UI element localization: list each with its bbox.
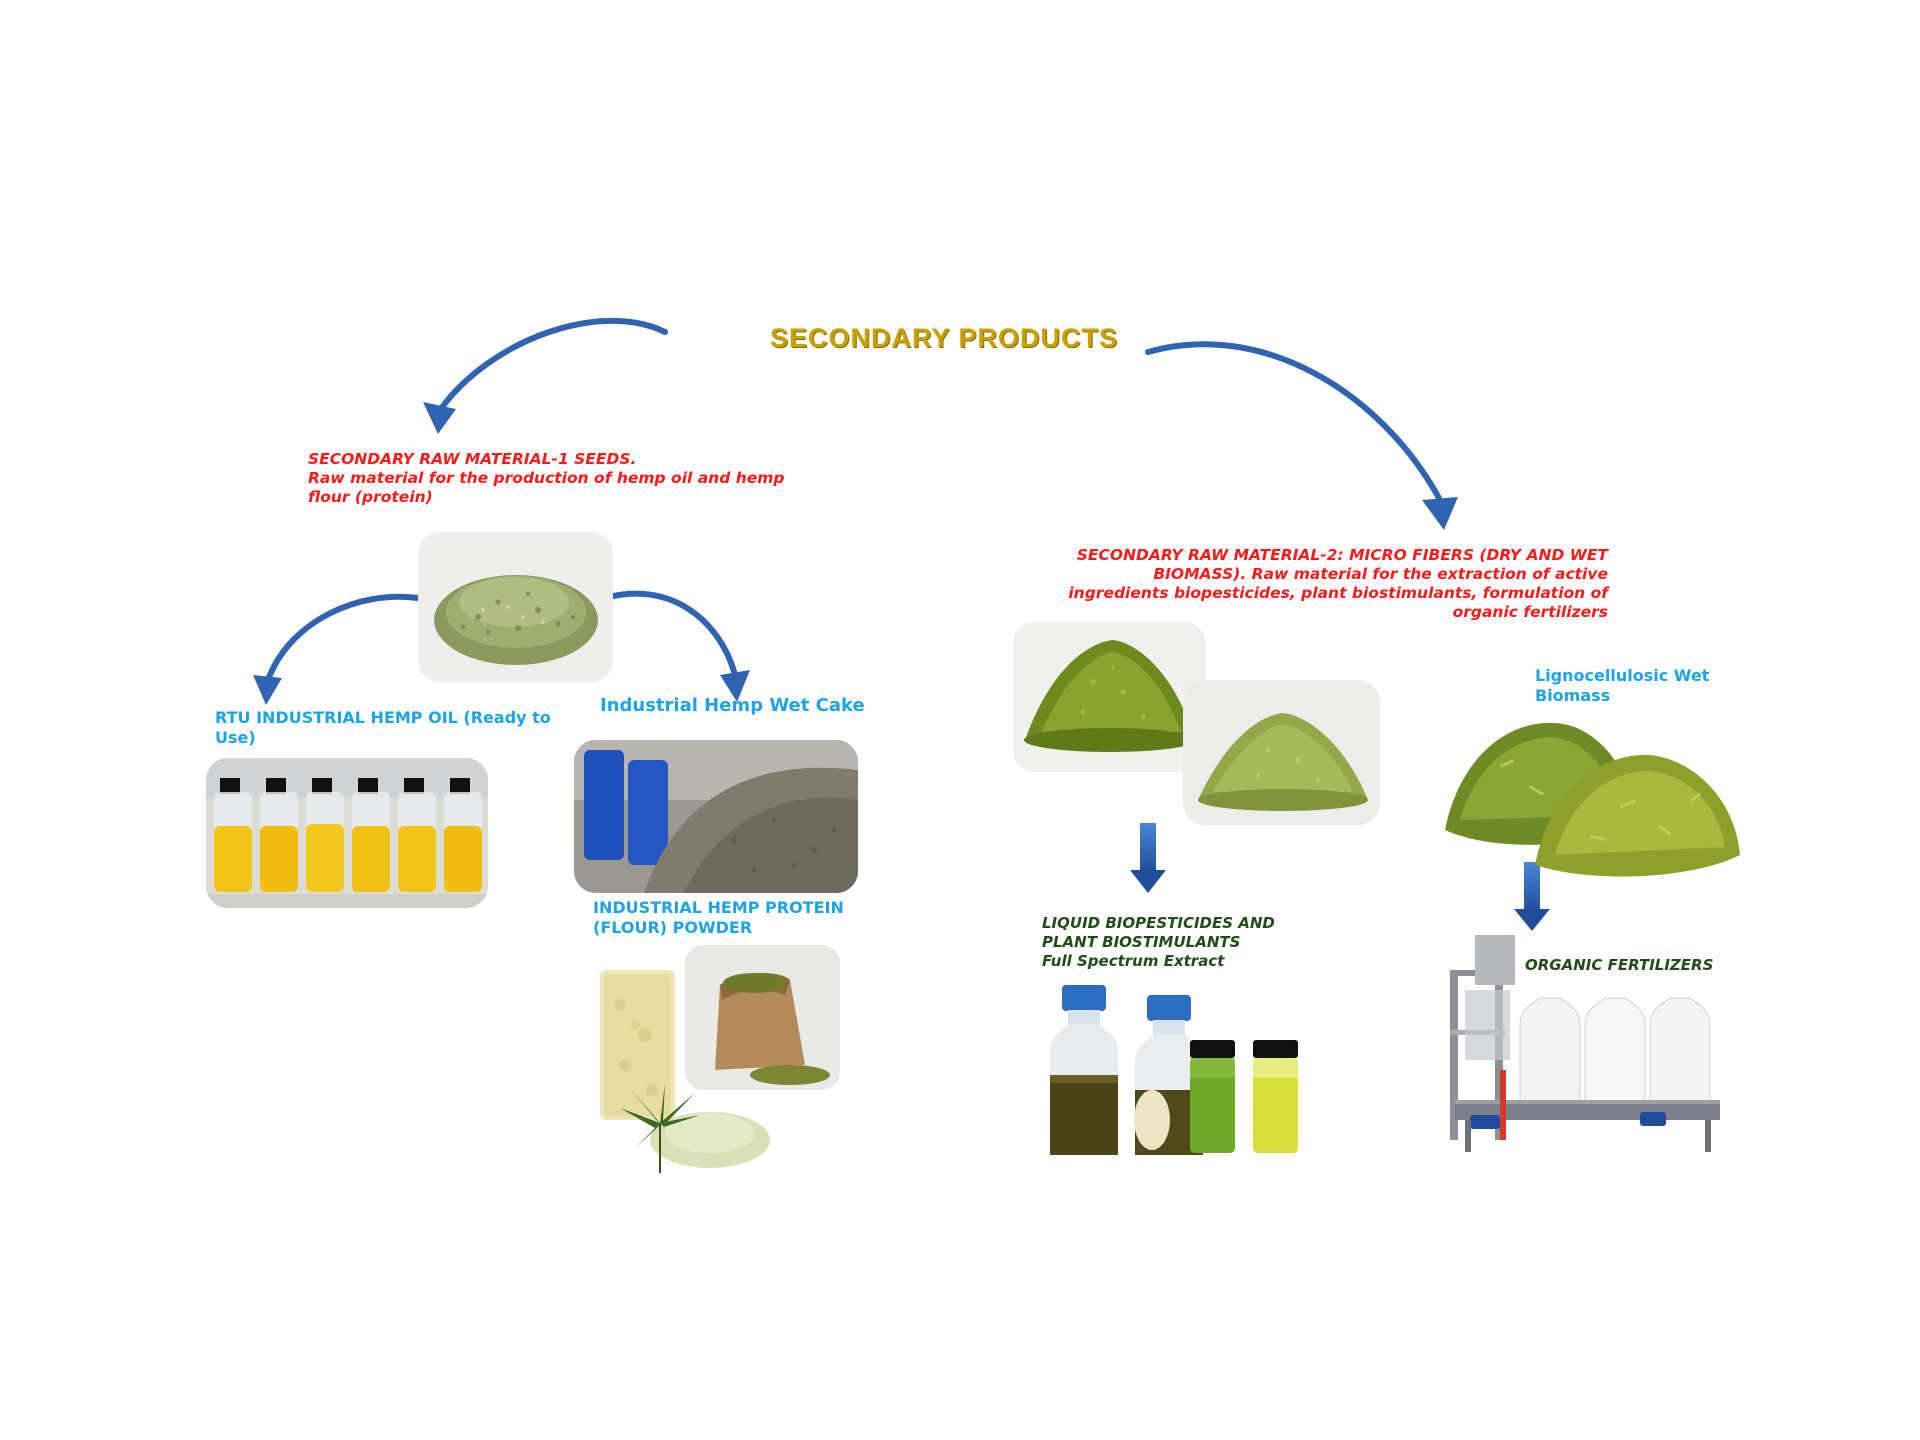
micro-fibers-dry-photo: [1013, 622, 1206, 772]
liquid-biopesticides-label-line: LIQUID BIOPESTICIDES AND: [1042, 914, 1275, 932]
arrow-title-to-microfibers: [1145, 341, 1458, 530]
liquid-biopesticides-label-line: PLANT BIOSTIMULANTS: [1042, 933, 1241, 951]
microfibers-heading-line: organic fertilizers: [1452, 603, 1608, 621]
diagram-title: SECONDARY PRODUCTS: [770, 323, 1119, 353]
microfibers-heading-line: SECONDARY RAW MATERIAL-2: MICRO FIBERS (…: [1076, 546, 1608, 564]
seeds-heading-line: SECONDARY RAW MATERIAL-1 SEEDS.: [308, 450, 637, 468]
protein-powder-photo: [590, 945, 845, 1175]
liquid-biopesticides-label-line: Full Spectrum Extract: [1042, 952, 1225, 970]
lignocellulosic-label-line: Lignocellulosic Wet: [1535, 666, 1710, 685]
microfibers-heading-line: ingredients biopesticides, plant biostim…: [1068, 584, 1608, 602]
seeds-heading-line: flour (protein): [308, 488, 433, 506]
wet-cake-label: Industrial Hemp Wet Cake: [600, 695, 865, 716]
protein-powder-label-line: (FLOUR) POWDER: [593, 918, 753, 937]
microfibers-heading-line: BIOMASS). Raw material for the extractio…: [1153, 565, 1608, 583]
hemp-oil-label-line: Use): [215, 728, 256, 747]
lignocellulosic-biomass-photo: [1440, 705, 1745, 885]
wet-cake-photo: [574, 740, 858, 893]
seeds-heading: SECONDARY RAW MATERIAL-1 SEEDS. Raw mate…: [308, 450, 785, 507]
hemp-oil-bottles-photo: [206, 758, 488, 908]
protein-powder-label-line: INDUSTRIAL HEMP PROTEIN: [593, 898, 844, 917]
hemp-oil-label-line: RTU INDUSTRIAL HEMP OIL (Ready to: [215, 708, 551, 727]
liquid-extract-bottles-photo: [1040, 980, 1320, 1155]
liquid-biopesticides-label: LIQUID BIOPESTICIDES AND PLANT BIOSTIMUL…: [1042, 914, 1275, 971]
arrow-title-to-seeds: [423, 317, 668, 434]
hemp-oil-label: RTU INDUSTRIAL HEMP OIL (Ready to Use): [215, 708, 551, 748]
seeds-heading-line: Raw material for the production of hemp …: [308, 469, 785, 487]
protein-powder-label: INDUSTRIAL HEMP PROTEIN (FLOUR) POWDER: [593, 898, 844, 938]
hemp-seeds-pile-photo: [418, 532, 613, 682]
arrow-fibers-to-liquid: [1130, 823, 1166, 893]
micro-fibers-wet-photo: [1183, 680, 1380, 825]
lignocellulosic-label: Lignocellulosic Wet Biomass: [1535, 666, 1709, 706]
fertilizer-bagging-machine-photo: [1435, 930, 1725, 1160]
arrow-seeds-to-wetcake: [602, 590, 750, 702]
arrow-seeds-to-oil: [253, 593, 421, 705]
lignocellulosic-label-line: Biomass: [1535, 686, 1611, 705]
arrow-ligno-to-fertilizers: [1514, 862, 1550, 931]
organic-fertilizers-label: ORGANIC FERTILIZERS: [1525, 956, 1714, 974]
microfibers-heading: SECONDARY RAW MATERIAL-2: MICRO FIBERS (…: [1060, 546, 1608, 622]
